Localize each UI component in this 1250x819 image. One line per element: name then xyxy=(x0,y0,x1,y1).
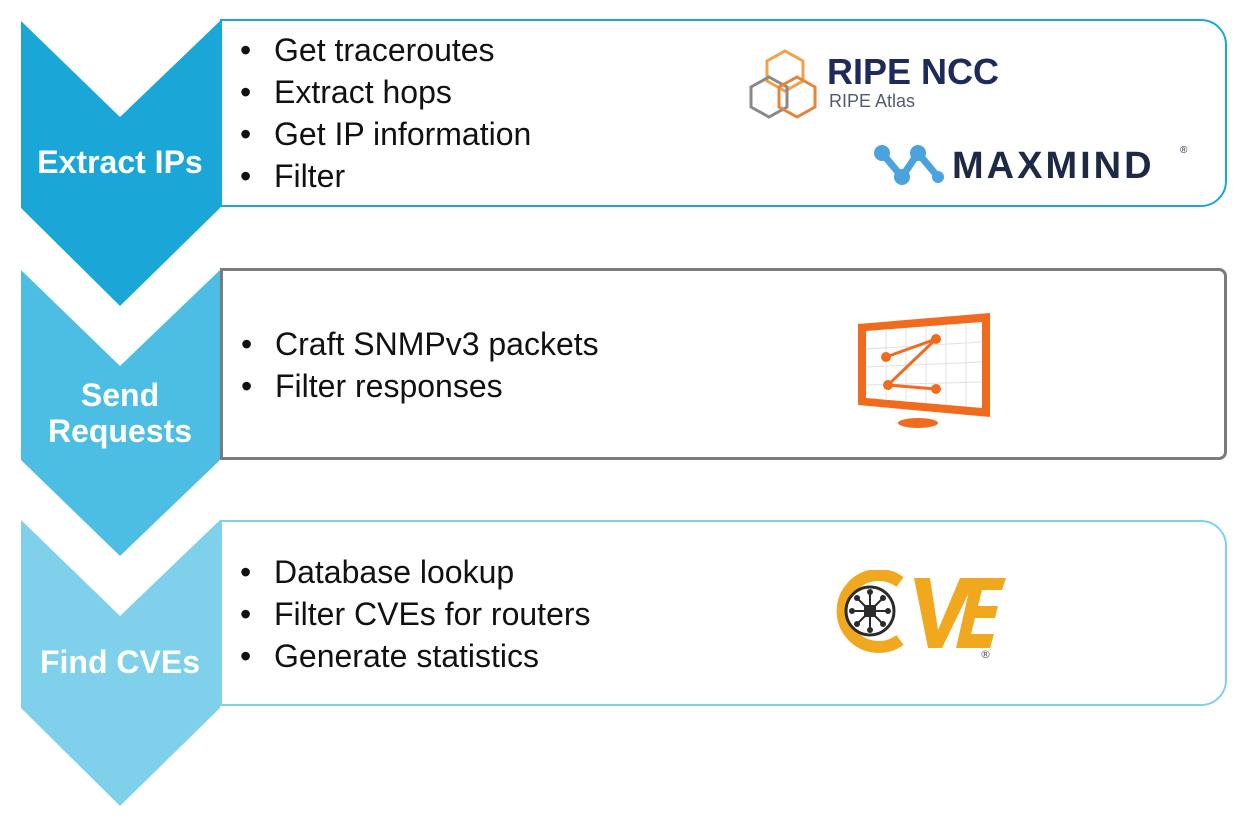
maxmind-molecule-icon xyxy=(874,145,944,185)
step-label-line: Send xyxy=(80,377,160,413)
chevron-send-requests xyxy=(21,270,220,556)
maxmind-registered-mark: ® xyxy=(1180,145,1188,156)
cve-logo-icon: ® xyxy=(836,570,1006,660)
list-item: Filter CVEs for routers xyxy=(240,593,591,635)
cve-registered-mark: ® xyxy=(980,648,991,660)
bullet-list-find-cves: Database lookup Filter CVEs for routers … xyxy=(240,551,591,677)
list-item: Filter xyxy=(240,155,531,197)
step-label-line: Requests xyxy=(47,413,193,449)
ripe-ncc-logo: RIPE NCC RIPE Atlas xyxy=(747,47,1007,121)
list-item: Filter responses xyxy=(241,365,599,407)
list-item: Extract hops xyxy=(240,71,531,113)
maxmind-logo: MAXMIND ® xyxy=(872,139,1192,199)
chevron-extract-ips xyxy=(21,21,220,306)
ripe-cube-icon xyxy=(749,49,817,119)
list-item: Generate statistics xyxy=(240,635,591,677)
step-box-extract-ips: Get traceroutes Extract hops Get IP info… xyxy=(220,19,1227,207)
maxmind-title: MAXMIND xyxy=(952,145,1155,187)
list-item: Get IP information xyxy=(240,113,531,155)
step-label-find-cves: Find CVEs xyxy=(39,644,200,680)
step-box-find-cves: Database lookup Filter CVEs for routers … xyxy=(220,520,1227,706)
list-item: Get traceroutes xyxy=(240,29,531,71)
ripe-ncc-title: RIPE NCC xyxy=(827,51,1000,92)
step-label-send-requests: Send Requests xyxy=(20,377,220,449)
chevron-find-cves xyxy=(21,520,220,806)
step-box-send-requests: Craft SNMPv3 packets Filter responses xyxy=(220,268,1227,460)
step-label-extract-ips: Extract IPs xyxy=(37,144,203,180)
monitor-graph-icon xyxy=(858,313,990,428)
list-item: Database lookup xyxy=(240,551,591,593)
bullet-list-send-requests: Craft SNMPv3 packets Filter responses xyxy=(241,323,599,407)
bullet-list-extract-ips: Get traceroutes Extract hops Get IP info… xyxy=(240,29,531,197)
list-item: Craft SNMPv3 packets xyxy=(241,323,599,365)
ripe-atlas-subtitle: RIPE Atlas xyxy=(829,91,916,111)
